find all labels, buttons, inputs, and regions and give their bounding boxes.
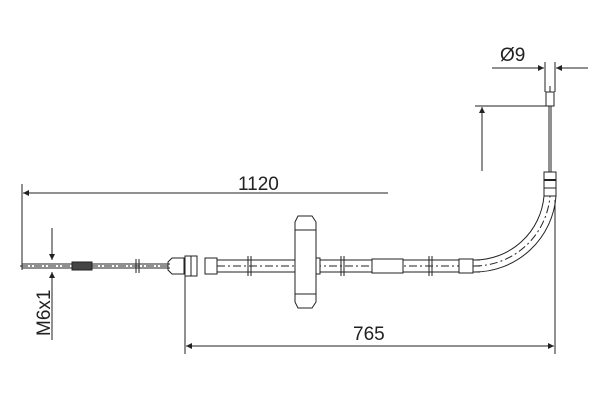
dimension-diameter — [492, 62, 588, 92]
grommet — [294, 215, 321, 309]
cable — [20, 86, 557, 309]
end-fitting — [543, 86, 557, 197]
label-1120: 1120 — [238, 174, 279, 195]
dimension-1120 — [21, 184, 388, 270]
label-765: 765 — [353, 324, 385, 345]
label-thread: M6x1 — [34, 290, 55, 336]
dimension-765 — [184, 200, 556, 354]
threaded-end — [71, 261, 93, 271]
sleeve — [371, 258, 404, 274]
sheath-connector — [167, 255, 218, 277]
end-position-marker — [475, 105, 552, 171]
label-diameter: Ø9 — [500, 45, 525, 66]
